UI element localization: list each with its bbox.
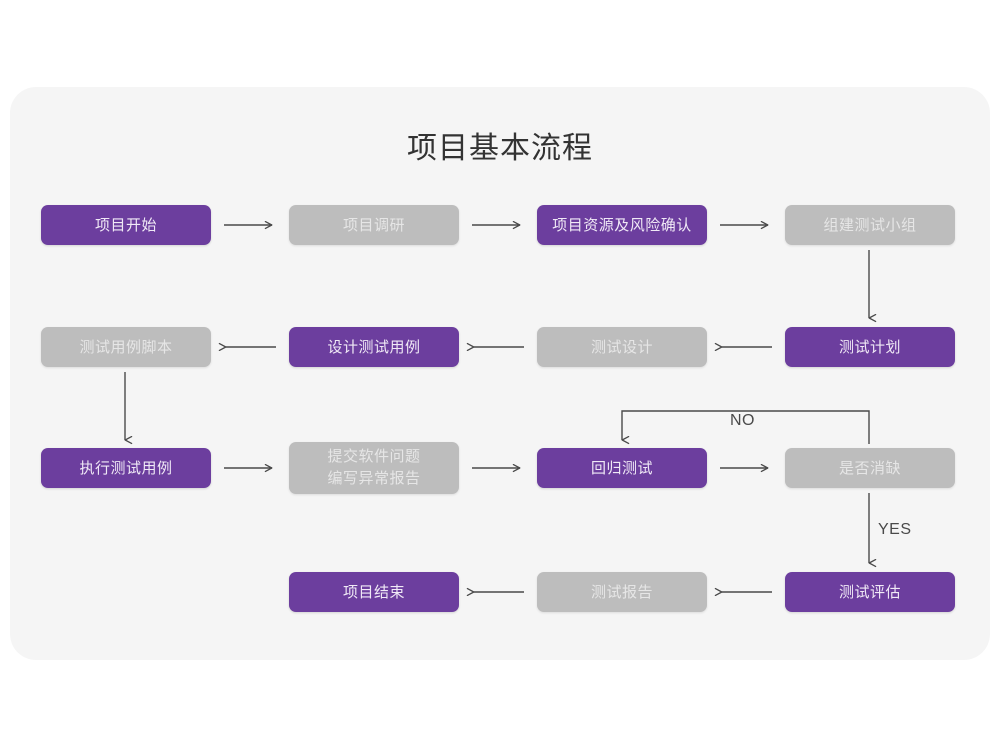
page-title: 项目基本流程 [407,132,593,165]
node-form-test-team[interactable]: 组建测试小组 [785,205,955,245]
node-label: 测试报告 [590,583,653,601]
node-design-test-cases[interactable]: 设计测试用例 [289,327,459,367]
node-project-end[interactable]: 项目结束 [289,572,459,612]
node-label: 测试设计 [590,338,653,356]
node-label: 项目开始 [94,216,157,234]
node-label: 项目结束 [342,583,405,601]
node-label: 测试计划 [838,338,901,356]
node-test-design[interactable]: 测试设计 [537,327,707,367]
node-label: 提交软件问题 编写异常报告 [327,448,421,487]
node-label: 项目资源及风险确认 [552,216,692,234]
node-regression-test[interactable]: 回归测试 [537,448,707,488]
node-label: 是否消缺 [838,459,901,477]
node-project-start[interactable]: 项目开始 [41,205,211,245]
node-label: 测试用例脚本 [79,338,173,356]
node-label: 设计测试用例 [327,338,421,356]
node-label: 项目调研 [342,216,405,234]
node-test-plan[interactable]: 测试计划 [785,327,955,367]
node-defects-resolved-decision[interactable]: 是否消缺 [785,448,955,488]
node-test-case-script[interactable]: 测试用例脚本 [41,327,211,367]
node-execute-test-cases[interactable]: 执行测试用例 [41,448,211,488]
node-label: 执行测试用例 [79,459,173,477]
node-label: 组建测试小组 [823,216,917,234]
node-test-report[interactable]: 测试报告 [537,572,707,612]
node-submit-defects-report[interactable]: 提交软件问题 编写异常报告 [289,442,459,494]
edge-label-no: NO [730,412,755,429]
edge-label-yes: YES [878,521,912,538]
node-test-evaluation[interactable]: 测试评估 [785,572,955,612]
node-resource-risk-confirm[interactable]: 项目资源及风险确认 [537,205,707,245]
node-label: 测试评估 [838,583,901,601]
diagram-panel [10,87,990,660]
node-label: 回归测试 [590,459,653,477]
node-project-research[interactable]: 项目调研 [289,205,459,245]
